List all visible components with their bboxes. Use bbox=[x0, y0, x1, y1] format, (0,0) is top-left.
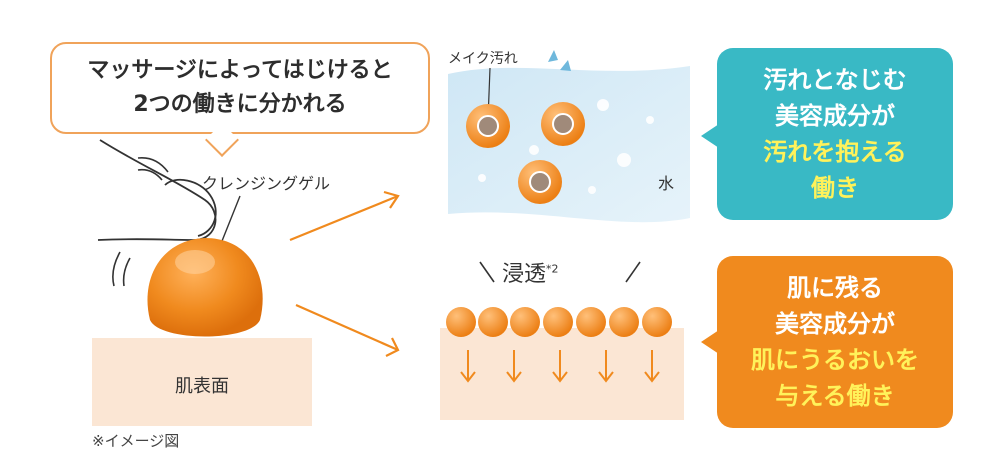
panel-bottom-line-3: 肌にうるおいを bbox=[751, 346, 919, 374]
panel-top-line-4: 働き bbox=[811, 174, 859, 202]
water-label: 水 bbox=[658, 174, 675, 193]
penetration-footnote: *2 bbox=[546, 262, 559, 276]
penetration-text: 浸透 bbox=[502, 262, 547, 287]
skin-surface-label: 肌表面 bbox=[175, 376, 229, 397]
bubble-line-2: 2つの働きに分かれる bbox=[133, 92, 347, 117]
dirt-capsule bbox=[541, 102, 585, 146]
water-bubbles bbox=[478, 99, 654, 194]
panel-bottom-line-4: 与える働き bbox=[775, 382, 895, 410]
panel-top-line-3: 汚れを抱える bbox=[763, 138, 907, 166]
arrow-to-water bbox=[289, 190, 400, 242]
motion-lines-icon bbox=[112, 156, 169, 287]
bubble-line-1: マッサージによってはじけると bbox=[87, 58, 393, 83]
panel-bottom-tail bbox=[701, 330, 719, 354]
gel-pointer-line bbox=[219, 195, 241, 247]
penetration-label: 浸透*2 bbox=[502, 256, 559, 288]
panel-dirt-holding: 汚れとなじむ 美容成分が 汚れを抱える 働き bbox=[717, 48, 953, 220]
penetration-arrow-icon bbox=[460, 350, 660, 383]
panel-top-line-1: 汚れとなじむ bbox=[763, 66, 907, 94]
dirt-capsule bbox=[518, 160, 562, 204]
penetration-slash-right bbox=[625, 261, 641, 283]
beauty-ingredient-row bbox=[446, 307, 672, 337]
skin-surface-left bbox=[92, 338, 312, 426]
panel-bottom-line-2: 美容成分が bbox=[775, 310, 895, 338]
skin-surface-right bbox=[440, 328, 684, 420]
arrow-to-skin bbox=[295, 303, 400, 357]
penetration-slash-left bbox=[479, 261, 495, 283]
panel-bottom-line-1: 肌に残る bbox=[787, 274, 883, 302]
cleansing-gel-label: クレンジングゲル bbox=[202, 174, 331, 193]
image-note: ※イメージ図 bbox=[92, 432, 180, 450]
makeup-dirt-label: メイク汚れ bbox=[448, 51, 518, 67]
panel-top-tail bbox=[701, 124, 719, 148]
water-droplet-icon bbox=[548, 50, 571, 71]
panel-moisturizing: 肌に残る 美容成分が 肌にうるおいを 与える働き bbox=[717, 256, 953, 428]
finger-illustration bbox=[97, 139, 217, 241]
intro-speech-bubble: マッサージによってはじけると 2つの働きに分かれる bbox=[50, 42, 430, 134]
panel-top-line-2: 美容成分が bbox=[775, 102, 895, 130]
dirt-capsule bbox=[466, 104, 510, 148]
